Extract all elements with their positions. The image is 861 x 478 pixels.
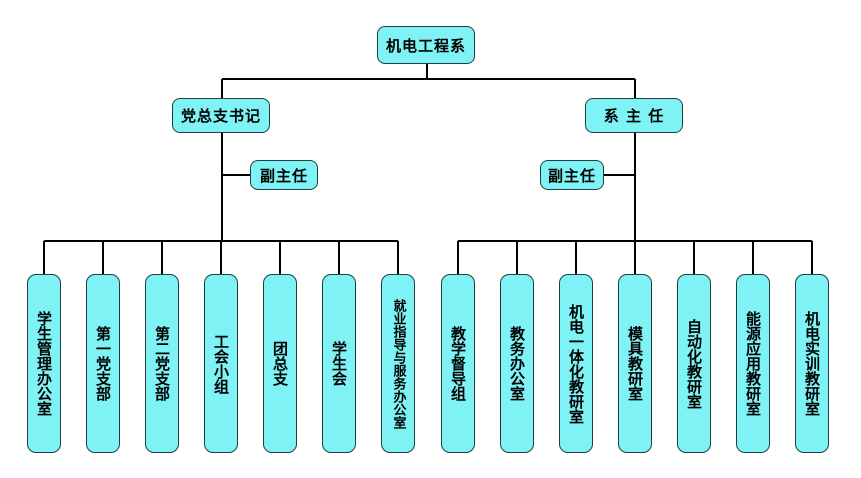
- right-deputy-node: 副主任: [540, 160, 604, 190]
- left-deputy-node: 副主任: [250, 160, 318, 190]
- unit-mechatronics-lab: 机电一体化教研室: [559, 274, 593, 453]
- unit-union-group: 工会小组: [204, 274, 238, 453]
- unit-employment-office: 就业指导与服务办公室: [381, 274, 415, 453]
- unit-youth-league: 团总支: [263, 274, 297, 453]
- unit-academic-affairs: 教务办公室: [500, 274, 534, 453]
- root-node: 机电工程系: [377, 26, 475, 64]
- unit-student-management-office: 学生管理办公室: [27, 274, 61, 453]
- unit-first-party-branch: 第一党支部: [86, 274, 120, 453]
- department-head-node: 系 主 任: [585, 98, 683, 133]
- unit-practical-training-lab: 机电实训教研室: [795, 274, 829, 453]
- unit-student-union: 学生会: [322, 274, 356, 453]
- unit-automation-lab: 自动化教研室: [677, 274, 711, 453]
- unit-second-party-branch: 第二党支部: [145, 274, 179, 453]
- party-secretary-node: 党总支书记: [172, 98, 270, 133]
- unit-energy-lab: 能源应用教研室: [736, 274, 770, 453]
- unit-mold-lab: 模具教研室: [618, 274, 652, 453]
- unit-teaching-supervision: 教学督导组: [441, 274, 475, 453]
